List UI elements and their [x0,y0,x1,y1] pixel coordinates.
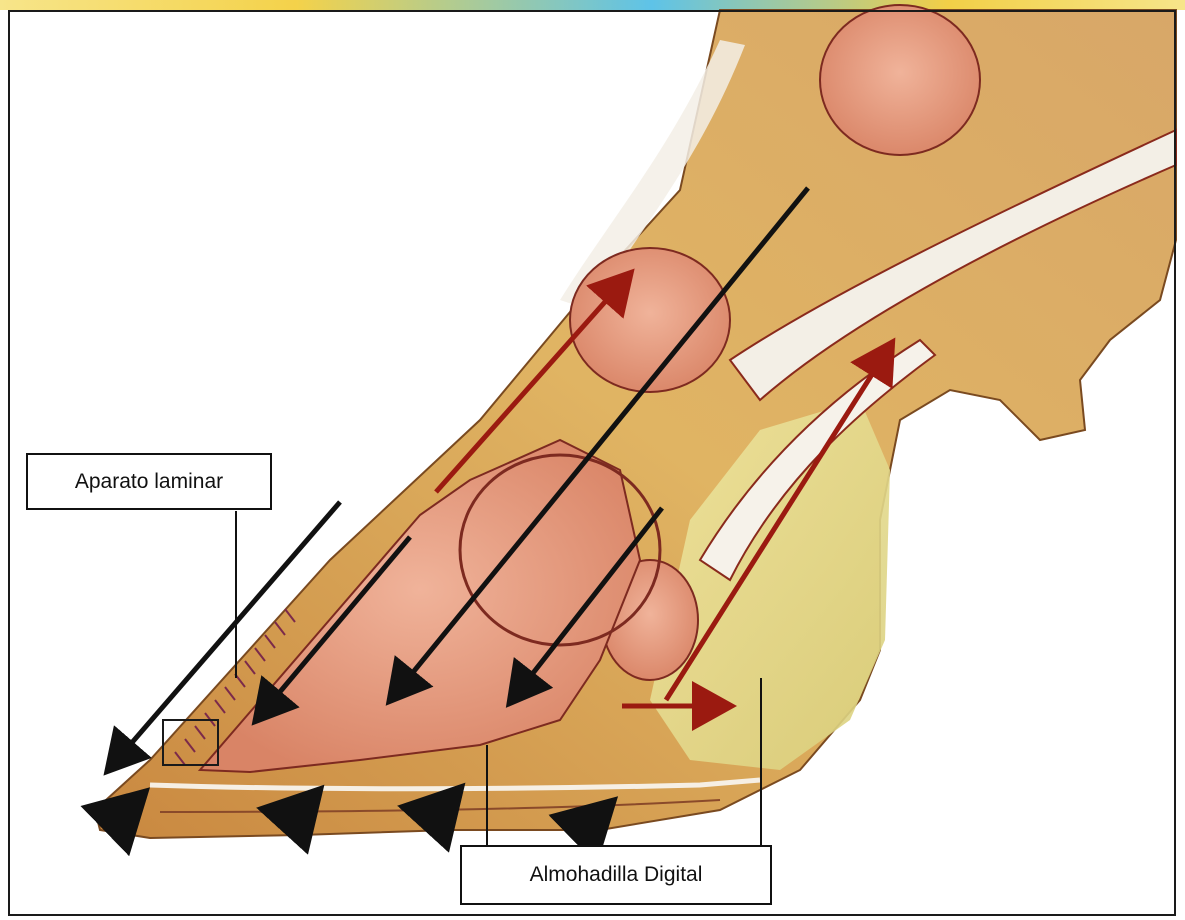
almohadilla-digital-text: Almohadilla Digital [530,863,703,887]
aparato-laminar-label: Aparato laminar [26,453,272,510]
almohadilla-digital-label: Almohadilla Digital [460,845,772,905]
aparato-laminar-text: Aparato laminar [75,470,223,494]
